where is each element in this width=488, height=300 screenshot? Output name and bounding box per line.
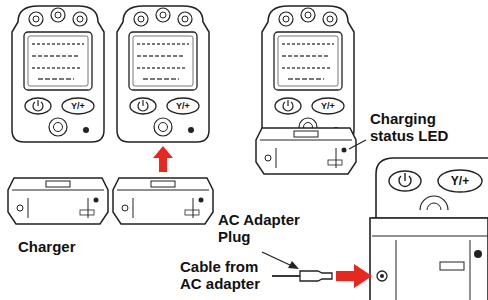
- button-label: Y/+: [451, 175, 469, 189]
- button-label: Y/+: [71, 101, 85, 111]
- part-label: Charger: [18, 238, 76, 255]
- button-label: Y/+: [321, 101, 335, 111]
- callout-label: Charging status LED: [370, 110, 482, 145]
- callout-label: AC Adapter Plug: [218, 211, 310, 246]
- button-label: Y/+: [176, 101, 190, 111]
- callout-label: Cable from AC adapter: [180, 258, 270, 293]
